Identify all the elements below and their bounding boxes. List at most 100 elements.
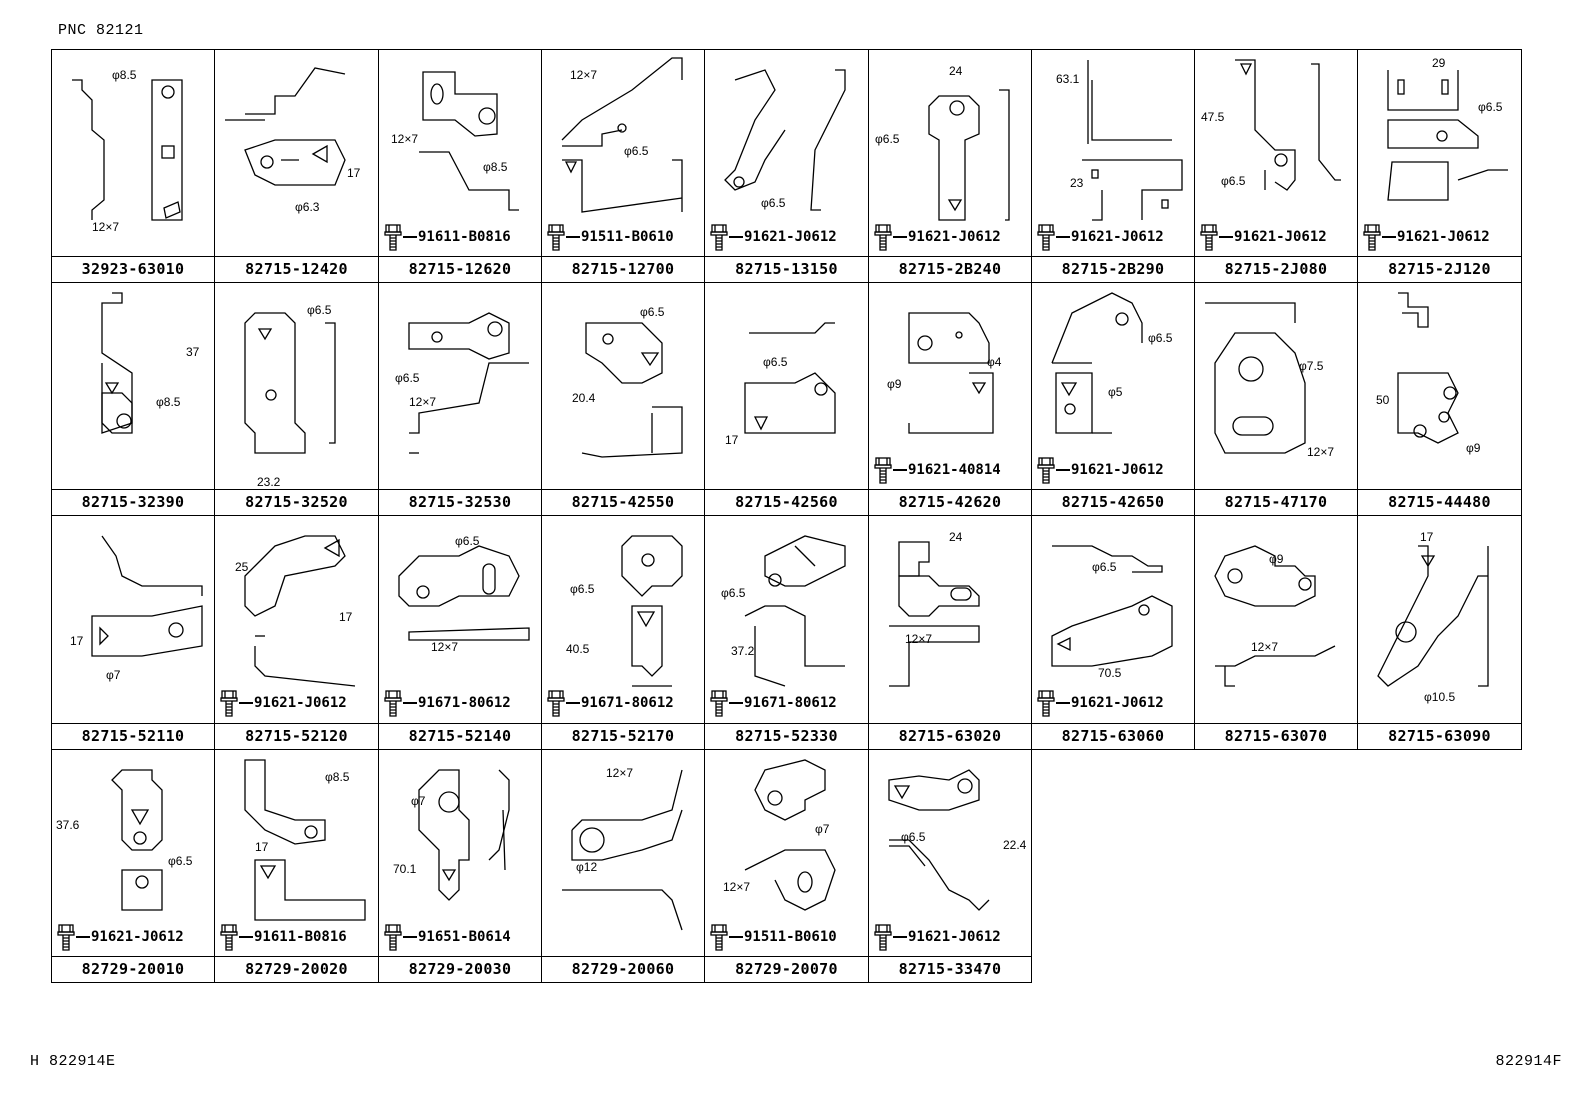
part-number[interactable]: 82715-52140 (379, 723, 541, 749)
part-number[interactable]: 82729-20030 (379, 956, 541, 982)
bolt-callout: 91651-B0614 (383, 922, 511, 952)
part-number[interactable]: 82715-2J080 (1195, 256, 1357, 282)
part-number[interactable]: 82729-20020 (215, 956, 378, 982)
dimension-label: 12×7 (606, 766, 634, 780)
dimension-label: φ6.3 (295, 200, 320, 214)
bolt-callout: 91621-J0612 (1036, 688, 1164, 718)
dimension-label: φ6.5 (168, 854, 193, 868)
dimension-label: φ7 (411, 794, 426, 808)
part-number[interactable]: 82715-42560 (705, 489, 868, 515)
bolt-callout: 91621-J0612 (1036, 455, 1164, 485)
bolt-part-number: 91671-80612 (418, 695, 511, 711)
part-drawing (744, 535, 846, 687)
part-drawing (408, 312, 529, 454)
part-number[interactable]: 82729-20060 (542, 956, 704, 982)
dimension-label: 12×7 (723, 880, 751, 894)
dimension-label: 17 (725, 433, 739, 447)
part-number[interactable]: 82715-32390 (52, 489, 214, 515)
dimension-label: φ10.5 (1424, 690, 1456, 704)
dimension-label: φ6.5 (1478, 100, 1503, 114)
dimension-label: 17 (339, 610, 353, 624)
dimension-label: 40.5 (566, 642, 590, 656)
part-number[interactable]: 82715-33470 (869, 956, 1031, 982)
dimension-label: φ6.5 (455, 534, 480, 548)
bolt-callout: 91671-80612 (709, 688, 837, 718)
part-number[interactable]: 82715-52120 (215, 723, 378, 749)
bolt-icon (874, 924, 892, 951)
dimension-label: 12×7 (1251, 640, 1279, 654)
bolt-icon (1363, 224, 1381, 251)
dimension-label: φ6.5 (570, 582, 595, 596)
dimension-label: 29 (1432, 56, 1446, 70)
bolt-icon (1037, 690, 1055, 717)
part-number[interactable]: 82715-2J120 (1358, 256, 1521, 282)
part-number[interactable]: 82715-44480 (1358, 489, 1521, 515)
part-number[interactable]: 82715-12620 (379, 256, 541, 282)
part-number[interactable]: 82715-42650 (1032, 489, 1194, 515)
part-number[interactable]: 82715-13150 (705, 256, 868, 282)
part-number[interactable]: 32923-63010 (52, 256, 214, 282)
part-number[interactable]: 82715-63060 (1032, 723, 1194, 749)
part-number[interactable]: 82715-52110 (52, 723, 214, 749)
dimension-label: φ9 (887, 377, 902, 391)
part-drawing (561, 57, 683, 213)
part-drawing (1051, 545, 1173, 667)
part-number[interactable]: 82715-42620 (869, 489, 1031, 515)
part-drawing (1205, 302, 1306, 454)
dimension-label: 63.1 (1056, 72, 1080, 86)
part-number[interactable]: 82715-47170 (1195, 489, 1357, 515)
part-number[interactable]: 82715-2B240 (869, 256, 1031, 282)
bolt-part-number: 91621-J0612 (908, 929, 1001, 945)
part-number[interactable]: 82729-20010 (52, 956, 214, 982)
bolt-icon (710, 224, 728, 251)
part-drawing (111, 769, 163, 911)
part-number[interactable]: 82715-52170 (542, 723, 704, 749)
bolt-icon (1037, 224, 1055, 251)
part-number[interactable]: 82715-63020 (869, 723, 1031, 749)
bolt-icon (1200, 224, 1218, 251)
part-number[interactable]: 82715-12420 (215, 256, 378, 282)
part-number[interactable]: 82715-63090 (1358, 723, 1521, 749)
part-number[interactable]: 82715-63070 (1195, 723, 1357, 749)
bolt-icon (220, 690, 238, 717)
part-number[interactable]: 82715-2B290 (1032, 256, 1194, 282)
bolt-callout: 91621-J0612 (873, 922, 1001, 952)
part-drawing (888, 769, 990, 911)
dimension-label: φ6.5 (721, 586, 746, 600)
dimension-label: φ8.5 (156, 395, 181, 409)
bolt-callout: 91671-80612 (546, 688, 674, 718)
part-drawing (398, 545, 530, 641)
dimension-label: φ6.5 (761, 196, 786, 210)
part-number[interactable]: 82715-52330 (705, 723, 868, 749)
part-number[interactable]: 82715-12700 (542, 256, 704, 282)
part-drawing (72, 79, 183, 221)
part-number[interactable]: 82715-32530 (379, 489, 541, 515)
dimension-label: 47.5 (1201, 110, 1225, 124)
part-number[interactable]: 82715-42550 (542, 489, 704, 515)
dimension-label: 50 (1376, 393, 1390, 407)
part-number[interactable]: 82729-20070 (705, 956, 868, 982)
part-drawing (1235, 59, 1341, 191)
bolt-part-number: 91621-J0612 (1071, 229, 1164, 245)
dimension-label: 17 (255, 840, 269, 854)
part-number[interactable]: 82715-32520 (215, 489, 378, 515)
part-drawing (621, 535, 683, 687)
dimension-label: 24 (949, 64, 963, 78)
dimension-label: φ9 (1269, 552, 1284, 566)
part-cell: φ6.5 91621-J0612 82715-13150 (704, 49, 869, 283)
bolt-part-number: 91621-J0612 (744, 229, 837, 245)
